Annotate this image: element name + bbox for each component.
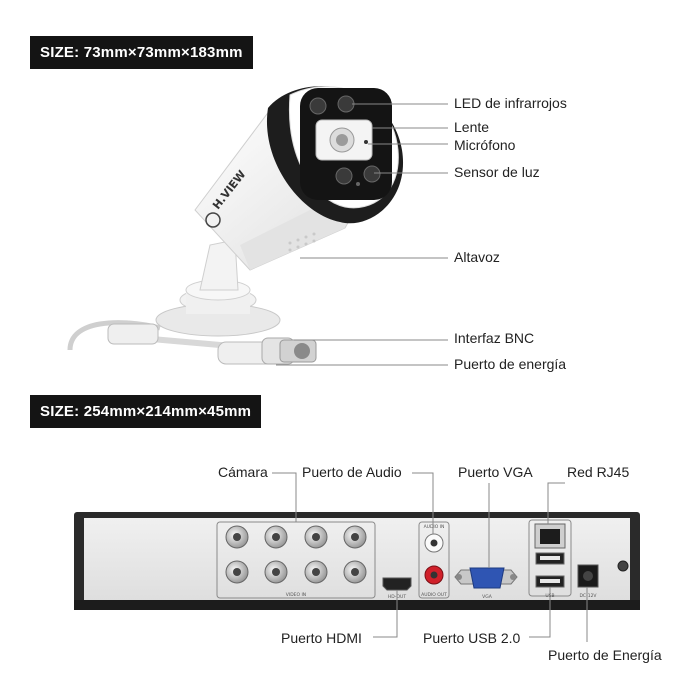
- dvr-size-badge: SIZE: 254mm×214mm×45mm: [30, 395, 262, 428]
- label-lens: Lente: [454, 119, 490, 135]
- dc-text: DC-12V: [579, 593, 597, 599]
- bnc-ports: [225, 525, 367, 584]
- label-microphone: Micrófono: [454, 137, 516, 153]
- label-rj45: Red RJ45: [567, 464, 630, 480]
- label-bnc: Interfaz BNC: [454, 330, 535, 346]
- light-sensor-icon: [356, 182, 360, 186]
- ir-led-icon: [335, 167, 353, 185]
- hdmi-port: [382, 577, 412, 591]
- dvr-illustration: VIDEO IN AUDIO IN AUDIO OUT HD-OUT VGA U…: [74, 512, 640, 610]
- audio-in-text: AUDIO IN: [424, 524, 445, 530]
- label-light-sensor: Sensor de luz: [454, 164, 540, 180]
- label-usb-port: Puerto USB 2.0: [423, 630, 521, 646]
- label-camera-inputs: Cámara: [218, 464, 268, 480]
- ir-led-icon: [363, 165, 381, 183]
- label-camera-power: Puerto de energía: [454, 356, 567, 372]
- label-ir-led: LED de infrarrojos: [454, 95, 567, 111]
- microphone-icon: [364, 140, 368, 144]
- ground-screw: [617, 560, 629, 572]
- label-dvr-power: Puerto de Energía: [548, 647, 662, 663]
- camera-callout-lines: [276, 103, 448, 366]
- brand-logo-icon: [205, 212, 221, 228]
- dvr-callout-lines: [272, 472, 588, 642]
- vga-text: VGA: [482, 594, 493, 600]
- label-vga-port: Puerto VGA: [458, 464, 533, 480]
- label-speaker: Altavoz: [454, 249, 500, 265]
- audio-out-text: AUDIO OUT: [421, 592, 447, 598]
- vga-port: [469, 567, 505, 589]
- camera-illustration: H.VIEW: [67, 86, 404, 365]
- ir-led-icon: [337, 95, 355, 113]
- speaker-grille: [288, 232, 316, 252]
- ir-led-icon: [309, 97, 327, 115]
- label-audio-port: Puerto de Audio: [302, 464, 402, 480]
- video-in-text: VIDEO IN: [286, 592, 306, 598]
- label-hdmi-port: Puerto HDMI: [281, 630, 362, 646]
- audio-group: [418, 521, 450, 599]
- cable-plug-left: [107, 323, 159, 345]
- camera-size-badge: SIZE: 73mm×73mm×183mm: [30, 36, 253, 69]
